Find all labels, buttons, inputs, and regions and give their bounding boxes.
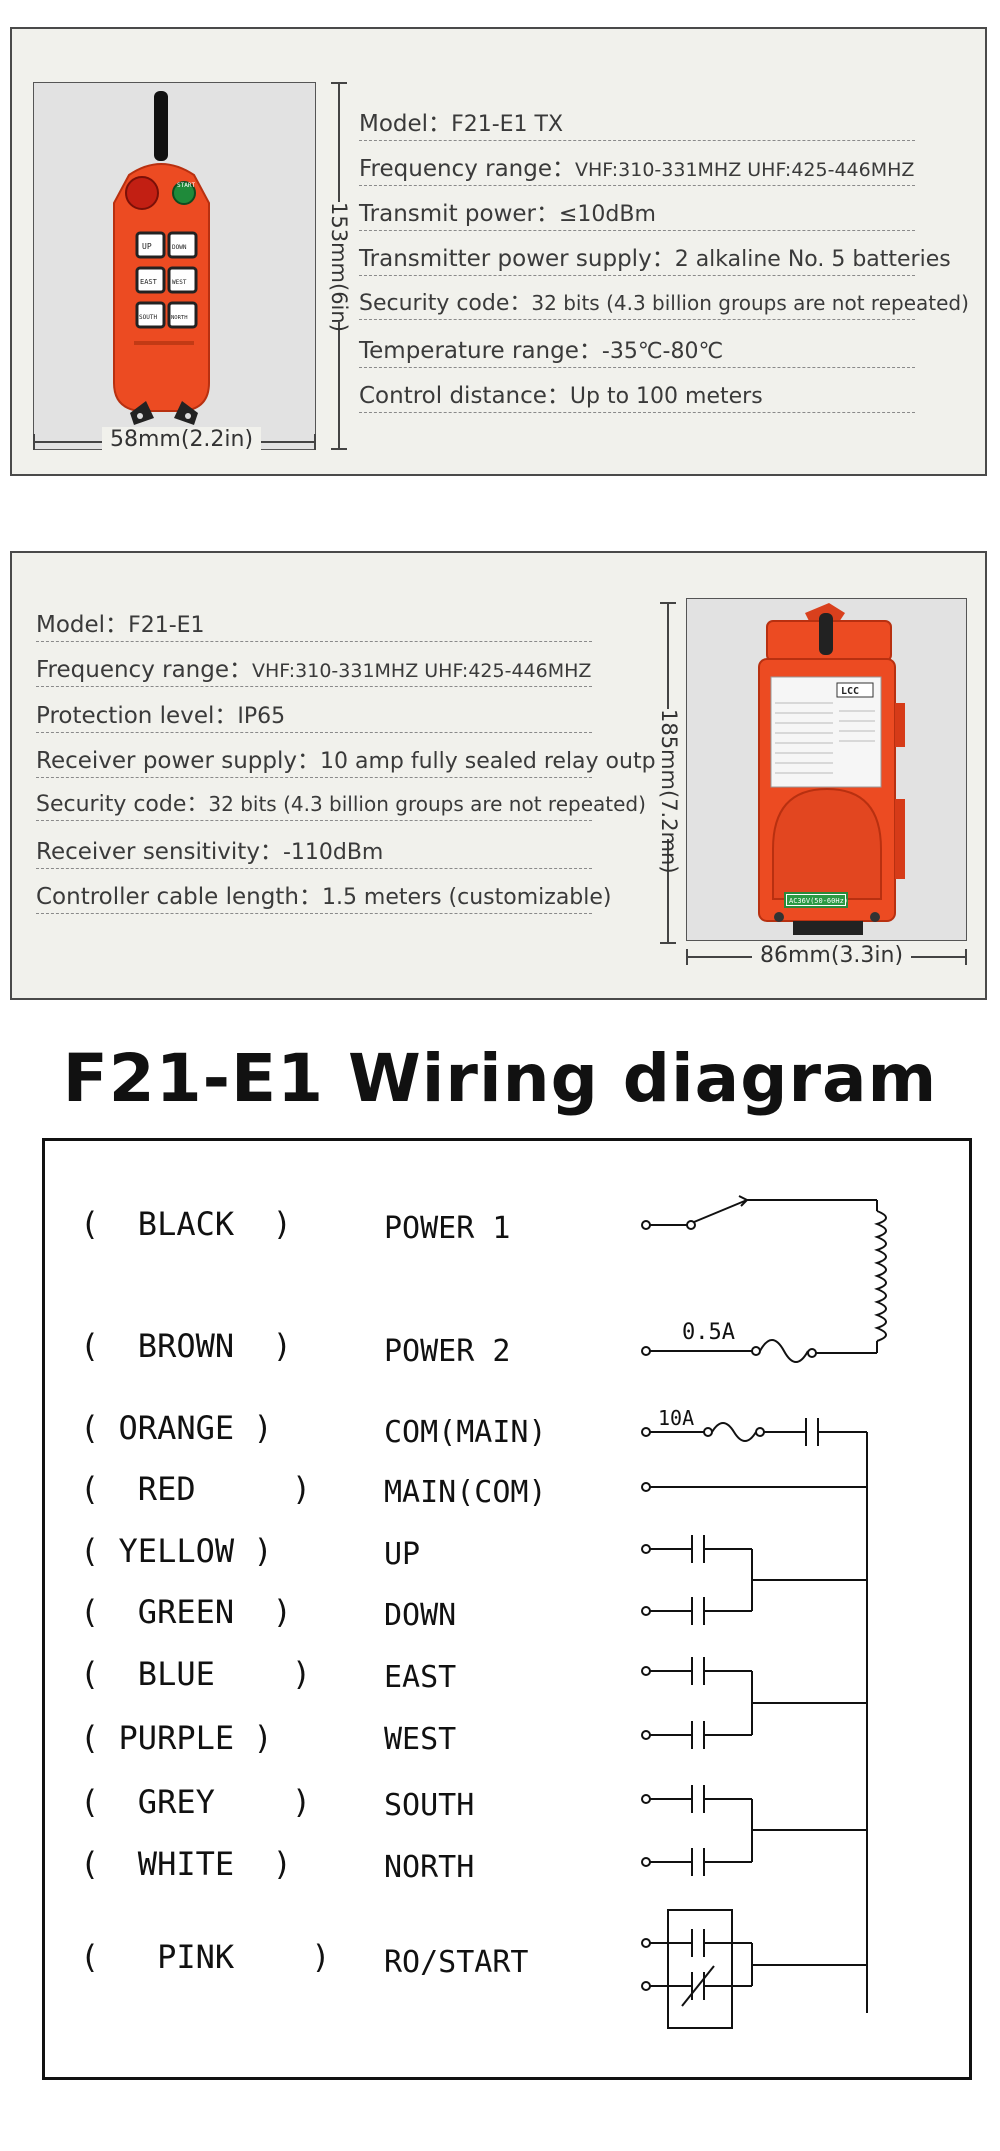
spec-frequency: Frequency range：VHF:310-331MHZ UHF:425-4…	[359, 149, 915, 186]
function-north: NORTH	[384, 1850, 475, 1885]
transmitter-panel: START UP DOWN EAST WEST SOUTH NORTH	[10, 27, 987, 476]
receiver-photo: LCC AC36V(50-60Hz)	[686, 598, 967, 941]
wire-red: ( RED )	[80, 1470, 312, 1508]
btn-north-label: NORTH	[171, 315, 188, 321]
function-down: DOWN	[384, 1598, 457, 1633]
wire-green: ( GREEN )	[80, 1593, 292, 1631]
wire-orange: ( ORANGE )	[80, 1409, 273, 1447]
receiver-width-dimension: 86mm(3.3in)	[752, 943, 912, 968]
receiver-spec-security-code: Security code：32 bits (4.3 billion group…	[36, 786, 646, 821]
receiver-height-dimension: 185mm(7.2mn)	[655, 709, 681, 874]
function-main-com: MAIN(COM)	[384, 1475, 547, 1510]
receiver-panel: Model：F21-E1 Frequency range：VHF:310-331…	[10, 551, 987, 1000]
spec-transmit-power: Transmit power：≤10dBm	[359, 194, 915, 231]
receiver-spec-cable-length: Controller cable length：1.5 meters (cust…	[36, 877, 612, 914]
function-up: UP	[384, 1537, 421, 1572]
start-button-label: START	[177, 182, 195, 189]
receiver-brand: LCC	[841, 686, 859, 697]
spec-security-code: Security code：32 bits (4.3 billion group…	[359, 285, 969, 320]
wire-brown: ( BROWN )	[80, 1327, 292, 1365]
wire-black: ( BLACK )	[80, 1205, 292, 1243]
wiring-diagram: ( BLACK ) ( BROWN ) ( ORANGE ) ( RED ) (…	[42, 1138, 972, 2080]
receiver-spec-power-supply: Receiver power supply：10 amp fully seale…	[36, 741, 678, 778]
width-dimension: 58mm(2.2in)	[102, 427, 262, 452]
transmitter-photo: START UP DOWN EAST WEST SOUTH NORTH	[33, 82, 316, 450]
btn-west-label: WEST	[172, 279, 187, 286]
wire-purple: ( PURPLE )	[80, 1719, 273, 1757]
receiver-illustration: LCC AC36V(50-60Hz)	[758, 603, 905, 935]
spec-temperature: Temperature range：-35℃-80℃	[359, 331, 915, 368]
spec-power-supply: Transmitter power supply：2 alkaline No. …	[359, 239, 951, 276]
wire-white: ( WHITE )	[80, 1845, 292, 1883]
function-west: WEST	[384, 1722, 457, 1757]
receiver-spec-sensitivity: Receiver sensitivity：-110dBm	[36, 832, 592, 869]
function-power-2: POWER 2	[384, 1334, 511, 1369]
spec-control-distance: Control distance：Up to 100 meters	[359, 376, 915, 413]
transmitter-buttons: UP DOWN EAST WEST SOUTH NORTH	[135, 231, 198, 329]
fuse-0-5a-label: 0.5A	[682, 1320, 735, 1345]
function-south: SOUTH	[384, 1788, 475, 1823]
receiver-spec-model: Model：F21-E1	[36, 605, 592, 642]
wire-pink: ( PINK )	[80, 1938, 331, 1976]
btn-south-label: SOUTH	[139, 314, 157, 321]
receiver-voltage-label: AC36V(50-60Hz)	[789, 897, 848, 905]
spec-model: Model：F21-E1 TX	[359, 104, 915, 141]
wire-blue: ( BLUE )	[80, 1655, 312, 1693]
page-title: F21-E1 Wiring diagram	[62, 1040, 938, 1117]
receiver-spec-frequency: Frequency range：VHF:310-331MHZ UHF:425-4…	[36, 650, 592, 687]
btn-up-label: UP	[142, 242, 152, 251]
btn-east-label: EAST	[140, 278, 158, 286]
wire-yellow: ( YELLOW )	[80, 1532, 273, 1570]
fuse-10a-label: 10A	[658, 1406, 694, 1430]
transmitter-illustration: START UP DOWN EAST WEST SOUTH NORTH	[113, 91, 210, 425]
height-dimension: 153mm(6in)	[325, 202, 351, 332]
circuit-schematic: 0.5A 10A	[641, 1195, 887, 2029]
receiver-spec-protection: Protection level：IP65	[36, 696, 592, 733]
function-ro-start: RO/START	[384, 1945, 529, 1980]
function-com-main: COM(MAIN)	[384, 1415, 547, 1450]
function-power-1: POWER 1	[384, 1211, 511, 1246]
btn-down-label: DOWN	[172, 244, 187, 251]
function-east: EAST	[384, 1660, 457, 1695]
wire-grey: ( GREY )	[80, 1783, 312, 1821]
